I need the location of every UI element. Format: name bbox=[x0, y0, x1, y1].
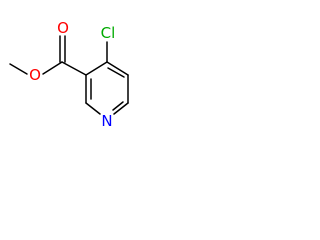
bonds bbox=[9, 35, 129, 115]
atom-label-ester-oxygen: O bbox=[29, 66, 41, 84]
atom-label-carbonyl-oxygen: O bbox=[57, 19, 69, 37]
atom-label-chlorine: Cl bbox=[101, 24, 116, 42]
ring-inner-bond-bottom bbox=[112, 101, 124, 111]
bond-methyl-ester-oxygen bbox=[9, 63, 28, 75]
ring-bond-c6-n bbox=[113, 102, 129, 115]
molecule-structure: O O Cl N bbox=[9, 19, 129, 130]
bond-carbonyl-ring bbox=[61, 61, 87, 76]
bond-ester-oxygen-carbonyl bbox=[42, 61, 63, 75]
ring-bond-n-c2 bbox=[85, 102, 101, 115]
atom-labels: O O Cl N bbox=[29, 19, 115, 130]
ring-inner-bond-top bbox=[107, 67, 125, 78]
ring-bond-c3-c4 bbox=[85, 61, 108, 76]
atom-label-nitrogen: N bbox=[101, 112, 112, 130]
ring-bond-c4-c5 bbox=[106, 61, 129, 76]
